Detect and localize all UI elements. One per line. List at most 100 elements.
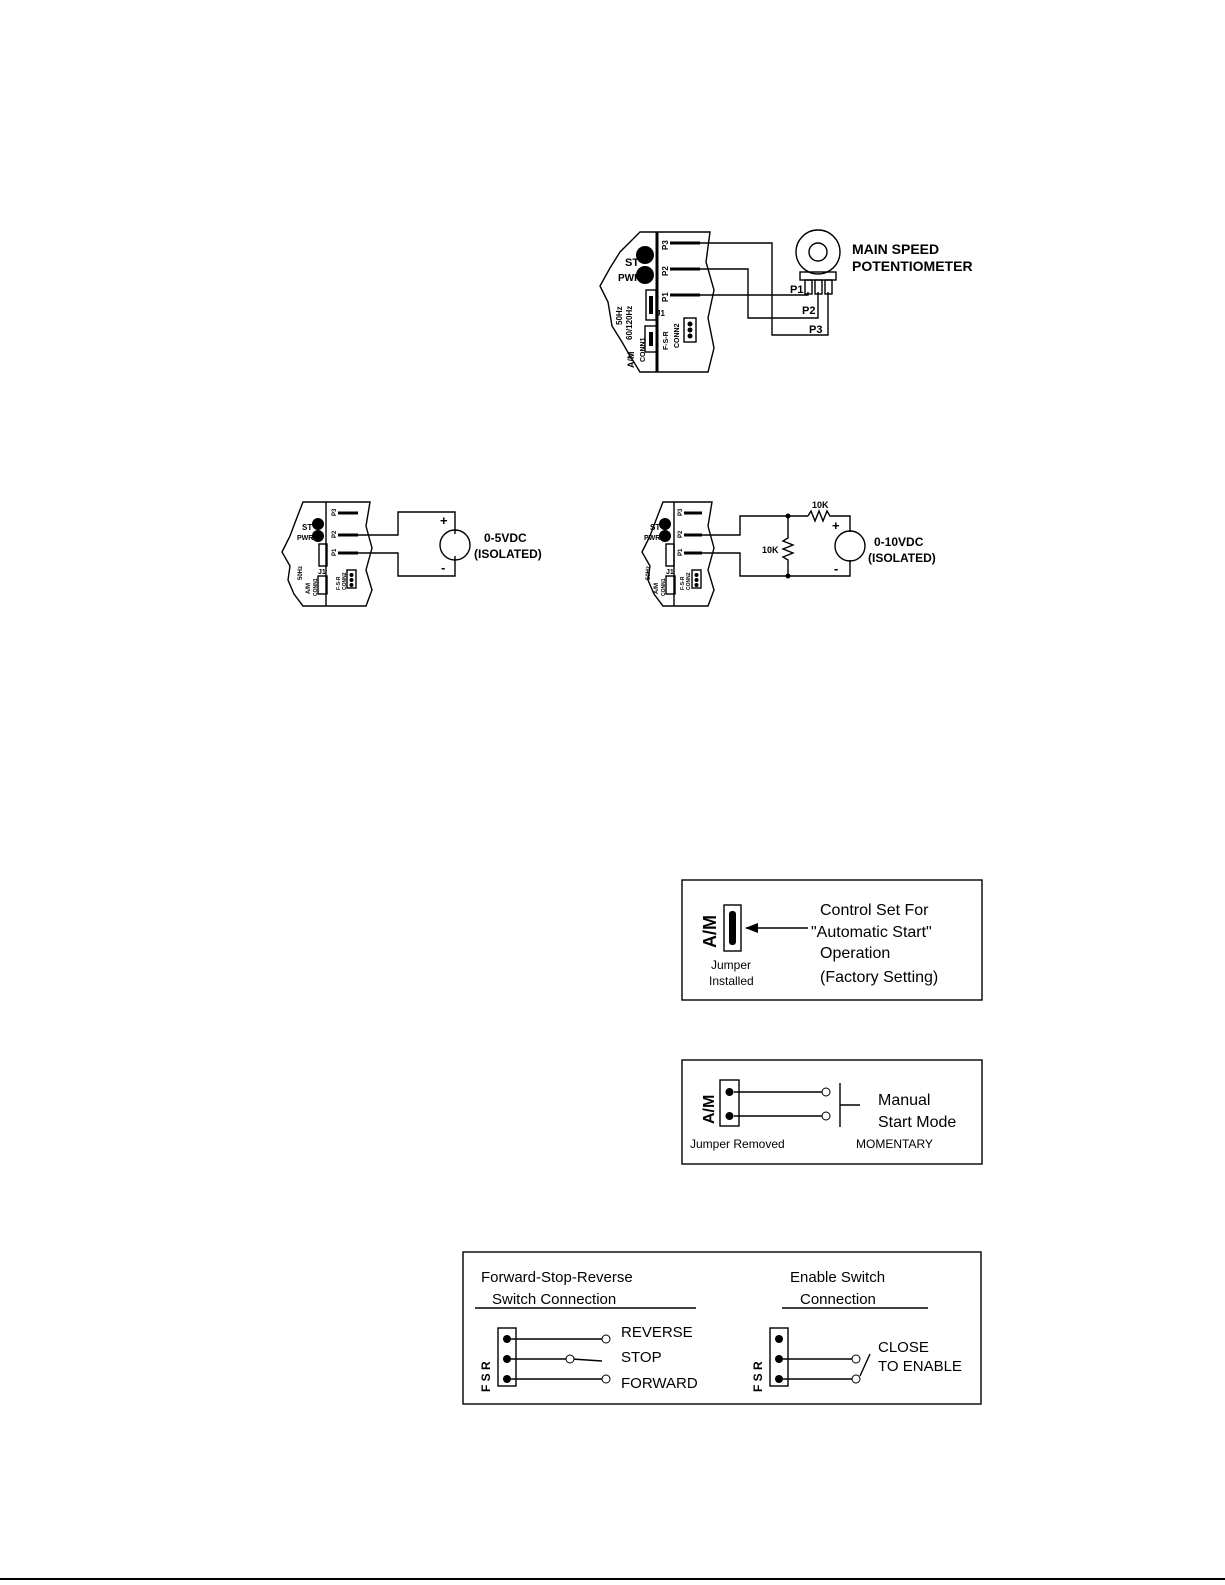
- auto-desc-line3: Operation: [820, 945, 890, 962]
- auto-start-diagram: A/M Jumper Installed Control Set For "Au…: [681, 879, 983, 1001]
- manual-start-diagram: A/M Jumper Removed MOMENTARY Manual Star…: [681, 1059, 983, 1165]
- plus-sign: +: [832, 518, 840, 533]
- fsr-conn-label: F-S-R: [336, 576, 342, 590]
- fsr-left-title-line1: Forward-Stop-Reverse: [481, 1269, 633, 1286]
- fsr-switch-blade-icon: [571, 1358, 603, 1362]
- hz50-label: 50Hz: [615, 306, 624, 325]
- arrow-icon: [745, 923, 758, 933]
- voltage-10v-diagram: ST PWR J1 50Hz A/M CONN1 F-S-R CONN2 P3 …: [641, 500, 936, 607]
- enable-connector-label: F S R: [751, 1361, 765, 1392]
- manual-desc-line2: Start Mode: [878, 1114, 956, 1131]
- voltage-10v-label: 0-10VDC: [874, 535, 924, 549]
- isolated-label: (ISOLATED): [474, 547, 542, 561]
- jumper-caption-line2: Installed: [709, 974, 754, 988]
- wire-positive: [358, 511, 456, 536]
- pwr-led-label: PWR: [644, 535, 660, 542]
- hz60-label: 60/120Hz: [625, 306, 634, 340]
- fsr-conn-label: F-S-R: [663, 331, 670, 350]
- conn1-label: CONN1: [640, 337, 647, 362]
- auto-desc-line1: Control Set For: [820, 902, 929, 919]
- wire-positive: [702, 515, 808, 536]
- position-forward: FORWARD: [621, 1375, 698, 1392]
- terminal-p1-label: P1: [661, 292, 670, 302]
- terminal-p2-label: P2: [332, 530, 338, 538]
- am-label: A/M: [306, 583, 312, 594]
- enable-connector-icon: [769, 1327, 789, 1387]
- am-jumper-label: A/M: [701, 1095, 718, 1124]
- enable-text-line2: TO ENABLE: [878, 1358, 962, 1375]
- conn1-label: CONN1: [661, 578, 667, 596]
- st-led-icon: [312, 518, 324, 530]
- st-led-label: ST: [625, 257, 639, 269]
- fsr-conn-label: F-S-R: [680, 576, 686, 590]
- conn1-connector: [644, 325, 658, 353]
- terminal-p3-label: P3: [332, 508, 338, 516]
- position-stop: STOP: [621, 1349, 662, 1366]
- control-board-fragment-small: ST PWR J1 50Hz A/M CONN1 F-S-R CONN2 P3 …: [281, 501, 373, 607]
- jumper-removed-icon: [719, 1079, 740, 1127]
- plus-sign: +: [440, 513, 448, 528]
- control-board-fragment: ST PWR J1 F-S-R CONN2 50Hz 60/120Hz A/M …: [599, 231, 715, 373]
- wire-negative: [358, 552, 456, 577]
- hz50-label: 50Hz: [298, 566, 304, 580]
- manual-start-frame: [681, 1059, 983, 1165]
- jumper-installed-icon: [723, 904, 742, 952]
- st-led-label: ST: [302, 523, 312, 532]
- j1-label: J1: [656, 309, 665, 318]
- pwr-led-label: PWR: [297, 535, 313, 542]
- resistor-top-icon: [807, 509, 851, 532]
- enable-text-line1: CLOSE: [878, 1339, 929, 1356]
- wire-p3: [700, 242, 829, 336]
- isolated-label: (ISOLATED): [868, 551, 936, 565]
- pwr-led-label: PWR: [618, 273, 642, 284]
- enable-switch-icon: [859, 1353, 871, 1377]
- conn2-label: CONN2: [686, 572, 692, 590]
- jumper-caption-line1: Jumper: [711, 958, 751, 972]
- st-led-label: ST: [650, 523, 660, 532]
- page-bottom-rule: [0, 1578, 1225, 1580]
- wire-label-p2: P2: [802, 305, 815, 317]
- terminal-p3-label: P3: [678, 508, 684, 516]
- wire-label-p3: P3: [809, 324, 822, 336]
- conn2-connector: [683, 317, 697, 343]
- voltage-source-icon: [439, 529, 471, 561]
- terminal-p2-label: P2: [661, 266, 670, 276]
- resistor-top-label: 10K: [812, 500, 829, 510]
- am-label: A/M: [626, 352, 636, 369]
- fsr-left-title-line2: Switch Connection: [492, 1291, 616, 1308]
- voltage-source-icon: [834, 530, 866, 562]
- terminal-p3-label: P3: [661, 240, 670, 250]
- conn1-label: CONN1: [313, 578, 319, 596]
- potentiometer-diagram: ST PWR J1 F-S-R CONN2 50Hz 60/120Hz A/M …: [599, 229, 973, 373]
- auto-desc-line2: "Automatic Start": [811, 924, 932, 941]
- resistor-left-label: 10K: [762, 545, 779, 555]
- terminal-p1-label: P1: [678, 548, 684, 556]
- hz50-label: 50Hz: [646, 566, 652, 580]
- voltage-5v-label: 0-5VDC: [484, 531, 527, 545]
- fsr-frame: [462, 1251, 982, 1405]
- pwr-led-icon: [312, 530, 324, 542]
- control-board-fragment-small: ST PWR J1 50Hz A/M CONN1 F-S-R CONN2 P3 …: [641, 501, 715, 607]
- am-jumper-label: A/M: [700, 915, 720, 948]
- auto-start-frame: [681, 879, 983, 1001]
- voltage-5v-diagram: ST PWR J1 50Hz A/M CONN1 F-S-R CONN2 P3 …: [281, 501, 542, 607]
- minus-sign: -: [834, 561, 838, 576]
- jumper-removed-caption: Jumper Removed: [690, 1137, 785, 1151]
- j1-label: J1: [666, 569, 674, 576]
- pot-title-line2: POTENTIOMETER: [852, 258, 973, 274]
- manual-desc-line1: Manual: [878, 1092, 930, 1109]
- momentary-caption: MOMENTARY: [856, 1137, 933, 1151]
- j1-connector: [645, 289, 657, 321]
- fsr-diagram: Forward-Stop-Reverse Switch Connection E…: [462, 1251, 982, 1405]
- conn2-label: CONN2: [342, 572, 348, 590]
- enable-title-line2: Connection: [800, 1291, 876, 1308]
- wire-label-p1: P1: [790, 284, 803, 296]
- st-led-icon: [636, 246, 654, 264]
- fsr-connector-label: F S R: [479, 1361, 493, 1392]
- position-reverse: REVERSE: [621, 1324, 693, 1341]
- enable-title-line1: Enable Switch: [790, 1269, 885, 1286]
- conn2-label: CONN2: [674, 323, 681, 348]
- pwr-led-icon: [659, 530, 671, 542]
- j1-label: J1: [318, 569, 326, 576]
